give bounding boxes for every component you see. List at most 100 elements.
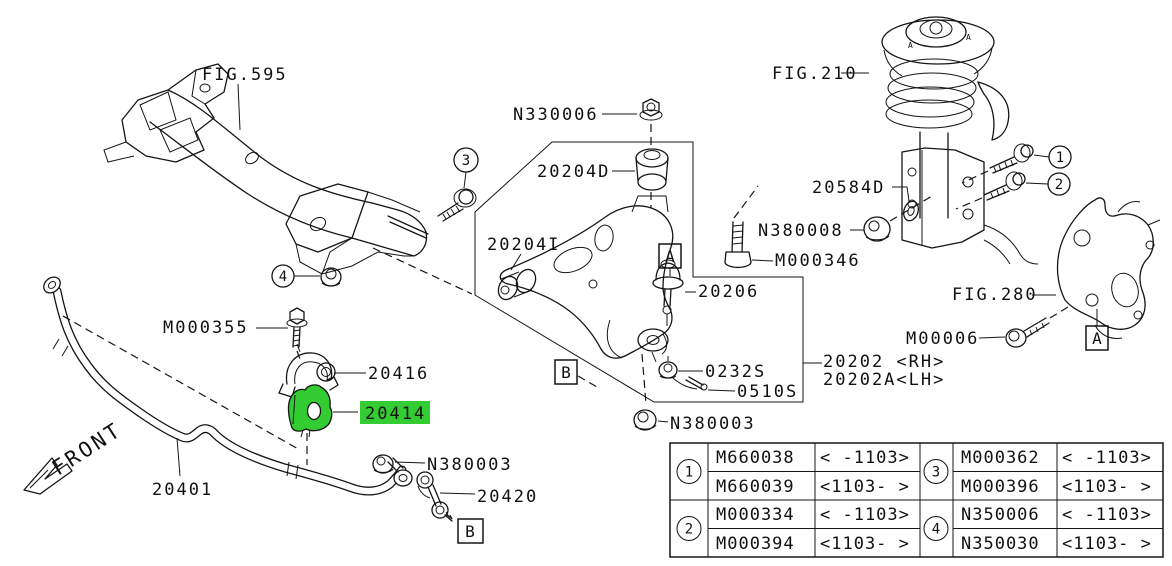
table-ref-3-label: 3 — [932, 465, 940, 481]
leader-callout-1 — [1033, 154, 1050, 158]
label-n330006[interactable]: N330006 — [513, 105, 599, 125]
label-fig280[interactable]: FIG.280 — [952, 285, 1038, 305]
bolt-m00006-drawing — [1005, 317, 1050, 348]
dashline-subframe-to-box — [372, 247, 473, 295]
ref-box-a-knuckle[interactable]: A — [1085, 325, 1109, 351]
label-n380003-low[interactable]: N380003 — [427, 455, 513, 475]
label-20202a-lh[interactable]: 20202A<LH> — [823, 370, 945, 390]
nut-n380003-mid-drawing — [633, 409, 657, 431]
table-range: <1103- > — [1062, 477, 1152, 497]
callout-2[interactable]: 2 — [1047, 172, 1071, 196]
label-20414: 20414 — [365, 404, 426, 424]
table-range: < -1103> — [1062, 505, 1152, 525]
table-range: <1103- > — [820, 534, 910, 554]
table-part[interactable]: M000396 — [961, 477, 1040, 497]
label-20414-highlight[interactable]: 20414 — [360, 401, 430, 424]
leader-20204i — [510, 253, 522, 271]
label-fig595[interactable]: FIG.595 — [202, 65, 288, 85]
table-ref-2[interactable]: 2 — [676, 516, 702, 541]
table-range: < -1103> — [1062, 448, 1152, 468]
clamp-20416-drawing — [278, 343, 339, 398]
table-part[interactable]: M660039 — [716, 477, 795, 497]
label-20420[interactable]: 20420 — [477, 487, 538, 507]
leader-callout-2 — [1025, 182, 1049, 185]
dashline-subframe-to-bar — [62, 315, 301, 451]
table-range: <1103- > — [820, 477, 910, 497]
subframe-drawing — [103, 63, 429, 275]
callout-1[interactable]: 1 — [1048, 145, 1072, 169]
bolt-m000346-drawing — [724, 221, 752, 269]
leader-m00006 — [978, 336, 1006, 339]
table-part[interactable]: M000394 — [716, 534, 795, 554]
dashline-ref-b-arm — [577, 375, 598, 388]
table-range: <1103- > — [1062, 534, 1152, 554]
ref-box-b-link[interactable]: B — [457, 518, 484, 544]
label-20202-rh[interactable]: 20202 <RH> — [823, 352, 945, 372]
balljoint-20206-drawing — [652, 259, 684, 326]
table-ref-4[interactable]: 4 — [923, 516, 949, 541]
leader-fig595 — [237, 83, 241, 131]
dashline-n380008 — [889, 195, 933, 222]
strut-drawing: A A — [881, 16, 1039, 265]
label-m00006[interactable]: M00006 — [906, 329, 979, 349]
callout-2-label: 2 — [1055, 177, 1063, 193]
label-n380003-mid[interactable]: N380003 — [670, 414, 756, 434]
ref-b-link-label: B — [465, 522, 475, 541]
knuckle-drawing — [1056, 197, 1161, 339]
applicability-table: 1 M660038 < -1103> M660039 <1103- > 2 M0… — [669, 442, 1164, 558]
ref-a-knuckle-label: A — [1092, 329, 1102, 348]
dashline-bolt-1 — [961, 170, 989, 184]
table-part[interactable]: M000334 — [716, 505, 795, 525]
bushing-20204i-drawing — [497, 268, 537, 301]
callout-3[interactable]: 3 — [453, 147, 479, 173]
table-part[interactable]: M000362 — [961, 448, 1040, 468]
nut-0232s-drawing — [658, 356, 678, 379]
label-20204i[interactable]: 20204I — [487, 235, 560, 255]
label-20584d[interactable]: 20584D — [812, 178, 885, 198]
ref-box-b-arm[interactable]: B — [554, 359, 578, 385]
table-part[interactable]: N350030 — [961, 534, 1040, 554]
label-0232s[interactable]: 0232S — [705, 362, 766, 382]
dashline-m000346 — [733, 185, 759, 219]
table-range: < -1103> — [820, 448, 910, 468]
bolt-m000355-drawing — [286, 307, 308, 348]
front-arrow — [23, 457, 73, 495]
table-ref-4-label: 4 — [932, 522, 940, 538]
nut-n330006-drawing — [639, 98, 663, 121]
callout-4[interactable]: 4 — [271, 264, 295, 288]
callout-4-label: 4 — [279, 269, 287, 285]
stabilizer-bar-drawing — [43, 276, 413, 496]
label-n380008[interactable]: N380008 — [758, 221, 844, 241]
highlight-20414 — [360, 401, 430, 424]
strut-mark-a-right: A — [966, 33, 971, 42]
pin-0510s-drawing — [672, 376, 708, 391]
label-20416[interactable]: 20416 — [368, 364, 429, 384]
bolt-1-drawing — [989, 143, 1034, 174]
dashline-20420 — [445, 513, 457, 523]
bolt-3-drawing — [437, 188, 477, 222]
table-ref-3[interactable]: 3 — [923, 459, 949, 484]
link-20420-drawing — [387, 457, 453, 522]
leader-m000346 — [751, 259, 774, 262]
label-20204d[interactable]: 20204D — [537, 162, 610, 182]
dashline-m000355 — [296, 350, 301, 360]
label-fig210[interactable]: FIG.210 — [772, 64, 858, 84]
table-ref-1[interactable]: 1 — [676, 459, 702, 484]
label-0510s[interactable]: 0510S — [737, 382, 798, 402]
table-part[interactable]: N350006 — [961, 505, 1040, 525]
label-20401[interactable]: 20401 — [152, 480, 213, 500]
label-m000346[interactable]: M000346 — [775, 251, 861, 271]
front-label: FRONT — [48, 417, 127, 480]
ref-b-label: B — [561, 363, 571, 382]
label-20206[interactable]: 20206 — [698, 282, 759, 302]
table-ref-2-label: 2 — [685, 522, 693, 538]
control-arm-boundary-box — [474, 141, 804, 403]
table-part[interactable]: M660038 — [716, 448, 795, 468]
bushing-20204d-drawing — [635, 148, 669, 191]
leader-0510s — [707, 389, 736, 392]
table-range: < -1103> — [820, 505, 910, 525]
nut-n380008-drawing — [863, 216, 891, 242]
dashline-m00006 — [1049, 306, 1069, 319]
label-m000355[interactable]: M000355 — [163, 318, 249, 338]
